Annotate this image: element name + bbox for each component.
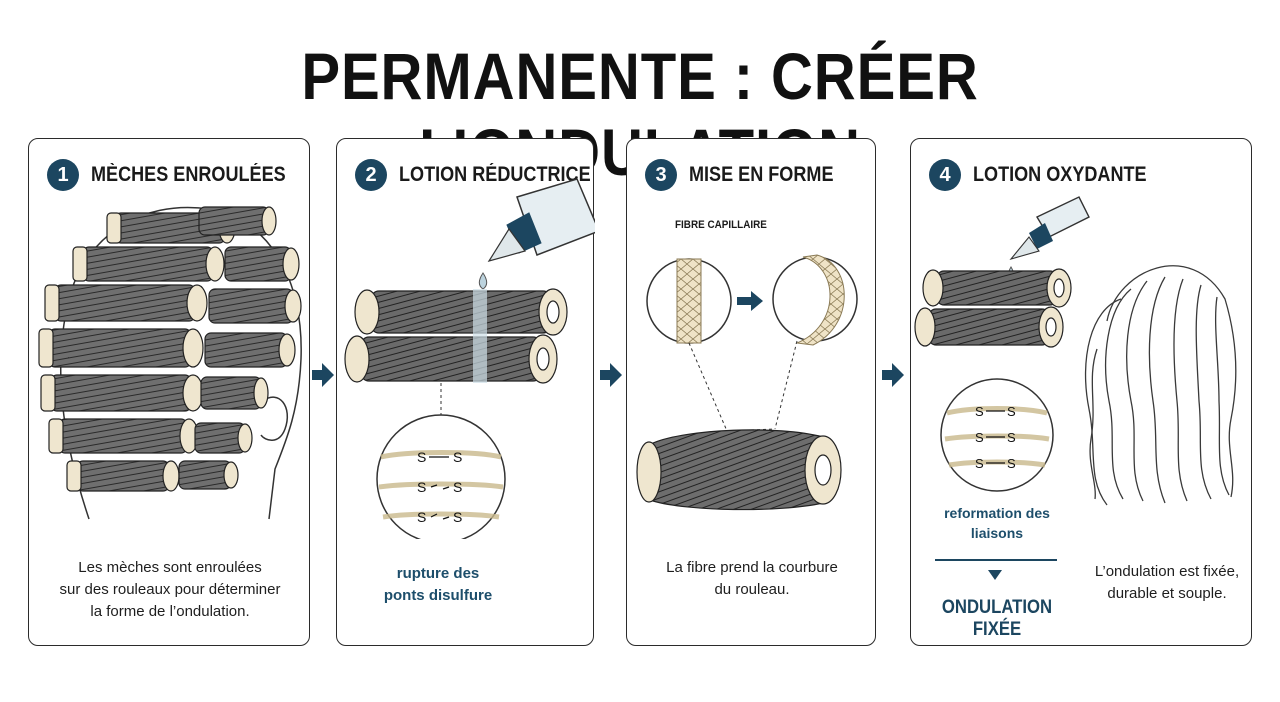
caption-line: du rouleau. — [714, 581, 790, 598]
bond-symbol: S — [453, 509, 462, 525]
bond-symbol: S — [417, 479, 426, 495]
caption-line: Les mèches sont enroulées — [78, 559, 262, 576]
step-panel-2: 2 LOTION RÉDUCTRICE — [336, 138, 595, 646]
bond-symbol: S — [417, 449, 426, 465]
lotion-bottle-icon — [1007, 196, 1090, 281]
caption-line: la forme de l’ondulation. — [90, 603, 250, 620]
step-header: 1 MÈCHES ENROULÉES — [47, 159, 317, 191]
step-caption: L’ondulation est fixée, durable et soupl… — [1083, 561, 1251, 605]
caption-line: rupture des — [396, 565, 480, 582]
roller-icon: S S S S S S — [914, 196, 1237, 506]
caption-line: durable et souple. — [1107, 585, 1227, 602]
divider — [935, 559, 1057, 561]
arrow-right-icon — [312, 363, 334, 387]
step-title: LOTION OXYDANTE — [973, 163, 1147, 186]
fiber-label: FIBRE CAPILLAIRE — [675, 219, 767, 231]
bond-symbol: S — [417, 509, 426, 525]
bond-symbol: S — [453, 479, 462, 495]
caption-line: L’ondulation est fixée, — [1094, 563, 1240, 580]
bond-symbol: S — [1007, 404, 1016, 419]
wavy-hair-icon — [1084, 265, 1237, 506]
hair-fiber-icon — [636, 254, 858, 511]
bond-symbol: S — [1007, 456, 1016, 471]
bond-symbol: S — [453, 449, 462, 465]
step-panel-3: 3 MISE EN FORME FIBRE CAPILLAIRE — [626, 138, 876, 646]
bond-symbol: S — [1007, 430, 1016, 445]
bond-caption: rupture des ponts disulfure — [337, 563, 539, 607]
bond-caption: reformation des liaisons — [911, 503, 1083, 543]
bond-symbol: S — [975, 430, 984, 445]
step-header: 4 LOTION OXYDANTE — [929, 159, 1175, 191]
result-label: ONDULATION FIXÉE — [941, 597, 1053, 640]
step-caption: Les mèches sont enroulées sur des roulea… — [29, 557, 311, 623]
caption-line: liaisons — [970, 525, 1024, 541]
head-with-rollers-icon — [38, 206, 302, 520]
step-number-badge: 2 — [355, 159, 387, 191]
step-title: LOTION RÉDUCTRICE — [399, 163, 591, 186]
caption-line: reformation des — [944, 505, 1050, 521]
arrow-right-icon — [600, 363, 622, 387]
bond-symbol: S — [975, 404, 984, 419]
caption-line: sur des rouleaux pour déterminer — [59, 581, 281, 598]
caption-line: ponts disulfure — [383, 587, 493, 604]
step-header: 3 MISE EN FORME — [645, 159, 857, 191]
step-title: MÈCHES ENROULÉES — [91, 163, 286, 186]
step-number-badge: 4 — [929, 159, 961, 191]
arrow-right-icon — [882, 363, 904, 387]
step-title: MISE EN FORME — [689, 163, 834, 186]
bond-symbol: S — [975, 456, 984, 471]
step-panel-4: 4 LOTION OXYDANTE — [910, 138, 1252, 646]
roller-icon: S S S S S S — [344, 178, 595, 539]
step-panel-1: 1 MÈCHES ENROULÉES — [28, 138, 310, 646]
caption-line: La fibre prend la courbure — [666, 559, 838, 576]
arrow-down-icon — [988, 570, 1002, 580]
lotion-bottle-icon — [478, 178, 595, 290]
step-caption: La fibre prend la courbure du rouleau. — [627, 557, 877, 601]
step-number-badge: 3 — [645, 159, 677, 191]
step-number-badge: 1 — [47, 159, 79, 191]
step-header: 2 LOTION RÉDUCTRICE — [355, 159, 622, 191]
